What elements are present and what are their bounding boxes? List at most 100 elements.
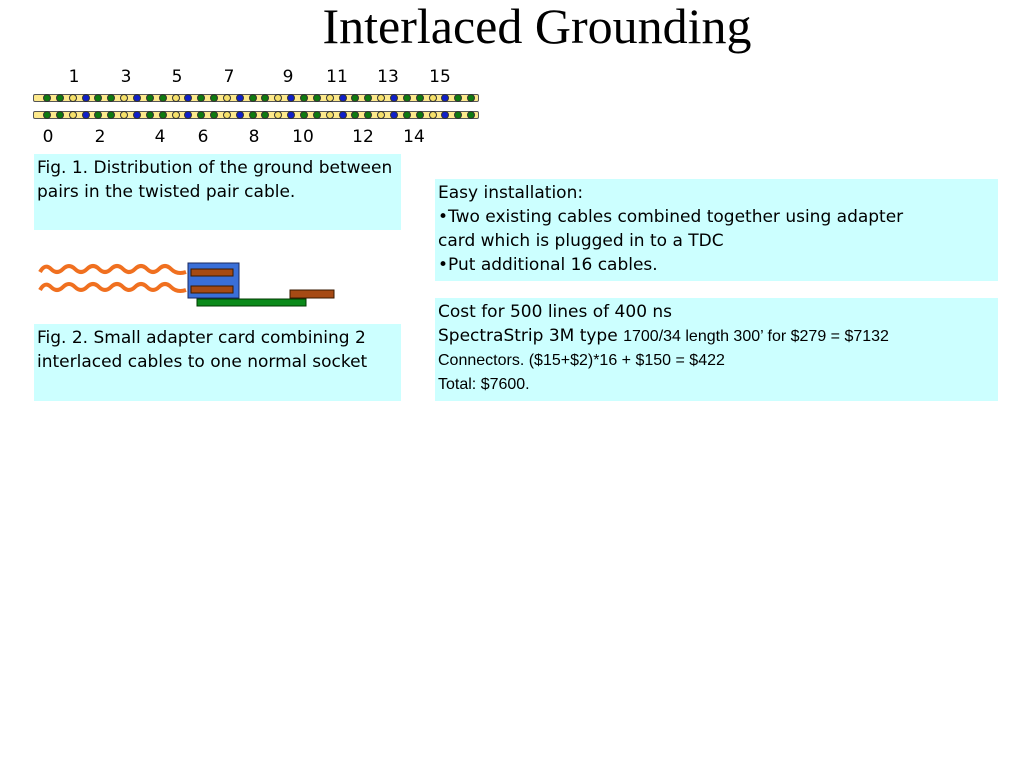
signal-conductor-yellow — [68, 111, 77, 119]
signal-conductor-yellow — [222, 94, 231, 102]
ground-conductor — [415, 111, 424, 119]
ground-conductor — [55, 94, 64, 102]
ground-conductor — [351, 111, 360, 119]
ground-conductor — [261, 111, 270, 119]
ground-conductor — [467, 111, 476, 119]
fig2-caption: Fig. 2. Small adapter card combining 2 i… — [37, 328, 368, 372]
cost-line-2-part-a: SpectraStrip 3M type — [438, 326, 624, 346]
signal-conductor-blue — [184, 94, 193, 102]
ground-conductor — [415, 94, 424, 102]
signal-conductor-blue — [184, 111, 193, 119]
signal-conductor-blue — [235, 94, 244, 102]
ground-conductor — [312, 94, 321, 102]
signal-conductor-blue — [441, 111, 450, 119]
ground-conductor — [107, 94, 116, 102]
ground-conductor — [43, 94, 51, 102]
pair-number: 2 — [94, 127, 106, 147]
signal-conductor-yellow — [325, 111, 334, 119]
ground-conductor — [467, 94, 476, 102]
ground-conductor — [364, 94, 373, 102]
signal-conductor-blue — [287, 111, 296, 119]
cost-line-1: Cost for 500 lines of 400 ns — [438, 302, 673, 322]
signal-conductor-yellow — [222, 111, 231, 119]
adapter-card-diagram — [38, 262, 335, 307]
signal-conductor-yellow — [120, 94, 129, 102]
ground-conductor — [300, 94, 308, 102]
cable-wire-bottom — [38, 282, 187, 293]
ground-conductor — [312, 111, 321, 119]
signal-conductor-blue — [235, 111, 244, 119]
signal-conductor-blue — [132, 111, 141, 119]
signal-conductor-blue — [81, 94, 90, 102]
signal-conductor-blue — [338, 111, 347, 119]
ground-conductor — [402, 94, 411, 102]
adapter-board — [196, 298, 307, 307]
ground-conductor — [261, 94, 270, 102]
pair-number: 14 — [403, 127, 425, 147]
installation-heading: Easy installation: — [438, 183, 584, 203]
pair-number: 9 — [282, 67, 294, 87]
cable-wire-top — [38, 264, 187, 275]
signal-conductor-yellow — [274, 94, 283, 102]
signal-conductor-yellow — [377, 111, 386, 119]
ground-conductor — [43, 111, 51, 119]
pair-number: 10 — [292, 127, 314, 147]
fig2-caption-box: Fig. 2. Small adapter card combining 2 i… — [34, 324, 401, 401]
fig1-caption: Fig. 1. Distribution of the ground betwe… — [37, 158, 393, 202]
installation-bullet-1: •Two existing cables combined together u… — [438, 207, 904, 227]
pair-number: 8 — [248, 127, 260, 147]
ground-conductor — [158, 111, 167, 119]
cost-line-2-part-b: 1700/34 length 300’ for $279 = $7132 — [623, 328, 889, 345]
cost-line-3: Connectors. ($15+$2)*16 + $150 = $422 — [438, 352, 725, 369]
pair-number: 13 — [377, 67, 399, 87]
connector-slot-bottom — [190, 285, 234, 294]
ground-conductor — [94, 111, 103, 119]
signal-conductor-blue — [389, 94, 398, 102]
pair-number: 1 — [68, 67, 80, 87]
connector-slot-top — [190, 268, 234, 277]
signal-conductor-yellow — [428, 111, 437, 119]
pair-number: 4 — [154, 127, 166, 147]
signal-conductor-blue — [81, 111, 90, 119]
cost-box: Cost for 500 lines of 400 ns SpectraStri… — [435, 298, 998, 401]
pair-number: 6 — [197, 127, 209, 147]
ground-conductor — [248, 111, 257, 119]
page-title: Interlaced Grounding — [322, 0, 752, 54]
signal-conductor-yellow — [274, 111, 283, 119]
signal-conductor-blue — [132, 94, 141, 102]
pair-number: 5 — [171, 67, 183, 87]
ground-conductor — [351, 94, 360, 102]
ground-conductor — [197, 111, 206, 119]
cable-strip-bottom — [33, 111, 479, 119]
ground-conductor — [454, 94, 463, 102]
installation-bullet-1-cont: card which is plugged in to a TDC — [438, 231, 724, 251]
ground-conductor — [364, 111, 373, 119]
ground-conductor — [197, 94, 206, 102]
pair-number: 7 — [223, 67, 235, 87]
socket-plug — [289, 289, 335, 299]
ground-conductor — [210, 111, 219, 119]
ground-conductor — [145, 111, 154, 119]
installation-box: Easy installation: •Two existing cables … — [435, 179, 998, 281]
cost-line-2: SpectraStrip 3M type 1700/34 length 300’… — [438, 324, 995, 349]
cable-strip-top — [33, 94, 479, 102]
installation-bullet-2: •Put additional 16 cables. — [438, 255, 658, 275]
signal-conductor-yellow — [171, 94, 180, 102]
ground-conductor — [454, 111, 463, 119]
signal-conductor-blue — [287, 94, 296, 102]
ground-conductor — [210, 94, 219, 102]
ground-conductor — [94, 94, 103, 102]
signal-conductor-yellow — [171, 111, 180, 119]
cost-line-4: Total: $7600. — [438, 376, 530, 393]
ground-conductor — [248, 94, 257, 102]
pair-number: 15 — [429, 67, 451, 87]
signal-conductor-yellow — [428, 94, 437, 102]
pair-number: 3 — [120, 67, 132, 87]
ground-conductor — [145, 94, 154, 102]
ground-conductor — [402, 111, 411, 119]
pair-number: 11 — [326, 67, 348, 87]
ground-conductor — [55, 111, 64, 119]
pair-number: 12 — [352, 127, 374, 147]
signal-conductor-yellow — [120, 111, 129, 119]
fig1-caption-box: Fig. 1. Distribution of the ground betwe… — [34, 154, 401, 230]
